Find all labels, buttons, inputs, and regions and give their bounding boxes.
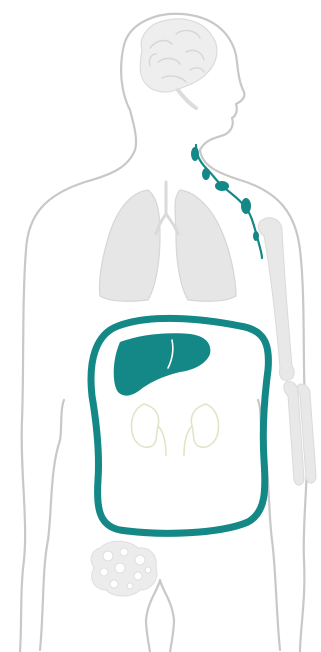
lymph-node-icon [253, 231, 259, 241]
body-outline [20, 14, 307, 652]
fat-cells-icon [91, 541, 157, 596]
humerus-bone-icon [258, 218, 294, 381]
kidney-icon [132, 404, 219, 456]
lymph-node-icon [202, 168, 210, 180]
liver-icon [114, 333, 211, 395]
brain-icon [140, 19, 217, 108]
lungs-icon [99, 182, 236, 301]
lymph-node-icon [241, 198, 251, 214]
lymph-node-icon [215, 181, 229, 191]
lymph-node-icon [191, 147, 199, 161]
